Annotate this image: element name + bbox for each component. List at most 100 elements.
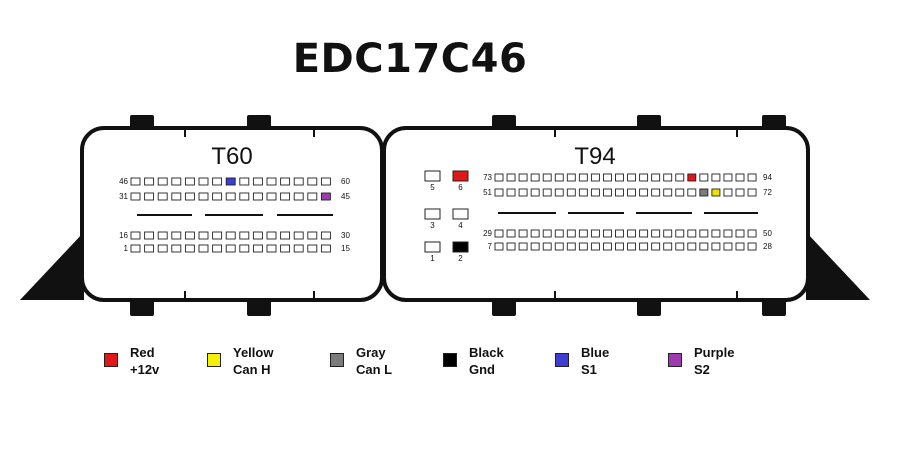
pin (687, 242, 697, 251)
pin (494, 229, 504, 238)
pin (542, 173, 552, 182)
pin (212, 231, 223, 240)
pin (542, 229, 552, 238)
pin-row-dividers (137, 212, 758, 216)
pin (320, 192, 331, 201)
pin-row-end-label: 28 (763, 242, 772, 251)
pin (639, 173, 649, 182)
pin (723, 229, 733, 238)
pin (663, 173, 673, 182)
legend-swatch (207, 353, 221, 367)
pin (627, 242, 636, 251)
pin-row-end-label: 50 (763, 229, 772, 238)
legend-color-name: Gray (356, 345, 386, 360)
pin (590, 229, 600, 238)
pin (723, 188, 733, 197)
pin (735, 242, 745, 251)
legend-color-name: Red (130, 345, 155, 360)
pin (239, 192, 250, 201)
pin (225, 177, 236, 186)
legend-swatch (104, 353, 118, 367)
pin (239, 177, 250, 186)
pin (506, 242, 516, 251)
pin (590, 242, 600, 251)
pin (212, 177, 223, 186)
pin-row-start-label: 16 (119, 231, 128, 240)
pin (699, 188, 709, 197)
pin (554, 242, 564, 251)
pin-row-start-label: 7 (488, 242, 493, 251)
pin (494, 188, 504, 197)
pin (506, 173, 516, 182)
pin (651, 242, 661, 251)
pin (663, 242, 673, 251)
power-pin (424, 170, 441, 182)
pin (663, 188, 673, 197)
legend-color-name: Blue (581, 345, 610, 360)
pin (590, 188, 600, 197)
pin (723, 242, 733, 251)
pin (639, 188, 649, 197)
pin (578, 242, 588, 251)
pin (130, 192, 141, 201)
pin (225, 231, 236, 240)
pin (225, 192, 236, 201)
legend-label: Red +12v (130, 344, 159, 378)
pin (506, 188, 516, 197)
legend-meaning: S2 (694, 362, 710, 377)
pin (144, 231, 155, 240)
pin (747, 173, 757, 182)
power-pin-label: 2 (458, 254, 463, 263)
pin (687, 173, 697, 182)
pin-row-end-label: 45 (341, 192, 350, 201)
pin (212, 192, 223, 201)
pin (554, 188, 564, 197)
power-pin (424, 241, 441, 253)
pin (627, 229, 636, 238)
pin (293, 244, 304, 253)
legend-meaning: Gnd (469, 362, 495, 377)
pin (171, 244, 182, 253)
pin (735, 229, 745, 238)
pin-row-start-label: 51 (483, 188, 492, 197)
legend-swatch (668, 353, 682, 367)
pin (590, 173, 600, 182)
pin (651, 188, 661, 197)
pin (157, 177, 168, 186)
pin (494, 242, 504, 251)
pin (578, 188, 588, 197)
pin (293, 192, 304, 201)
pin (157, 231, 168, 240)
t94-connector-label: T94 (574, 143, 615, 170)
pin (157, 192, 168, 201)
pin (212, 244, 223, 253)
pin (663, 229, 673, 238)
pin (157, 244, 168, 253)
pin (735, 188, 745, 197)
legend-color-name: Purple (694, 345, 735, 360)
legend-meaning: +12v (130, 362, 160, 377)
housing-ribs (184, 130, 738, 298)
pin (566, 242, 576, 251)
power-pin (424, 208, 441, 220)
pin (266, 244, 277, 253)
pin (518, 242, 528, 251)
pin-row-start-label: 29 (483, 229, 492, 238)
legend-color-name: Black (469, 345, 504, 360)
pin-row-start-label: 73 (483, 173, 492, 182)
pin (518, 188, 528, 197)
pin (225, 244, 236, 253)
legend-color-name: Yellow (233, 345, 274, 360)
pin (651, 229, 661, 238)
legend-swatch (330, 353, 344, 367)
pin (651, 173, 661, 182)
legend-swatch (555, 353, 569, 367)
pin (280, 231, 291, 240)
pin (615, 188, 624, 197)
